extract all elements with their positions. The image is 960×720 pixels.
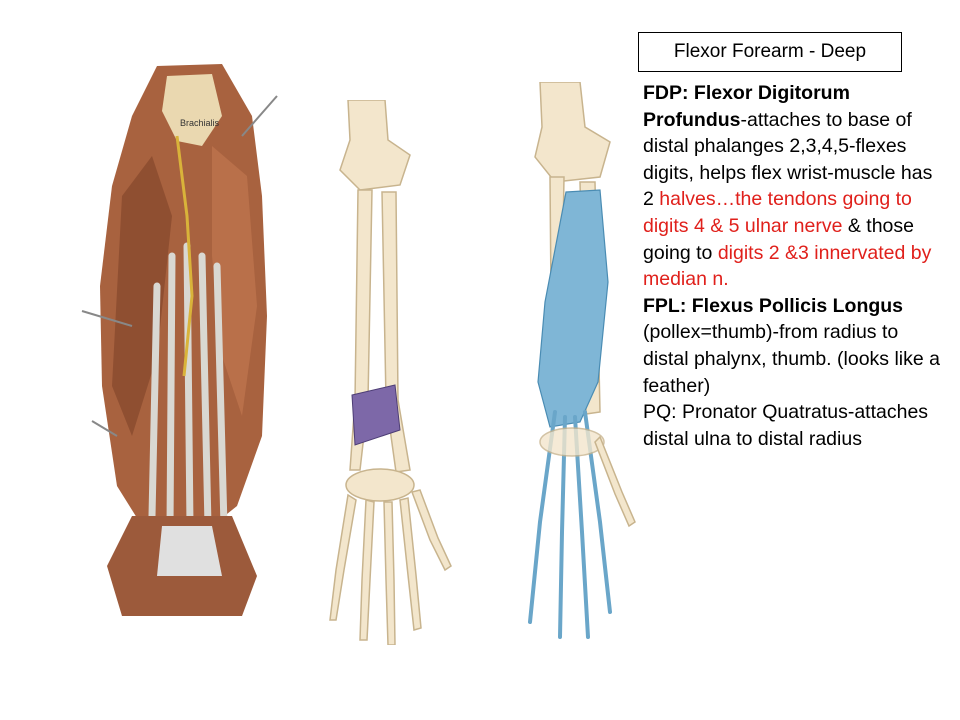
- fdp-red-text-1: halves…the tendons going to digits 4 & 5…: [643, 188, 912, 237]
- forearm-skeleton-pronator-illustration: [329, 100, 452, 645]
- fpl-heading: FPL: Flexus Pollicis Longus: [643, 294, 904, 317]
- slide-body-text: FDP: Flexor Digitorum Profundus-attaches…: [643, 80, 943, 452]
- fdp-description: -attaches to base of distal phalanges 2,…: [643, 108, 933, 211]
- pq-description: PQ: Pronator Quatratus-attaches distal u…: [643, 401, 929, 450]
- fpl-description: (pollex=thumb)-from radius to distal pha…: [643, 321, 940, 397]
- fdp-heading: FDP: Flexor Digitorum Profundus: [643, 82, 850, 131]
- brachialis-label: Brachialis: [180, 118, 220, 128]
- fdp-paragraph: FDP: Flexor Digitorum Profundus-attaches…: [643, 80, 943, 293]
- pq-paragraph: PQ: Pronator Quatratus-attaches distal u…: [643, 399, 943, 452]
- fpl-paragraph: FPL: Flexus Pollicis Longus (pollex=thum…: [643, 293, 943, 399]
- fdp-red-text-2: digits 2 &3 innervated by median n.: [643, 241, 932, 291]
- fdp-muscle-illustration: [528, 82, 636, 639]
- slide-title: Flexor Forearm - Deep: [638, 32, 902, 72]
- fdp-description-2: & those going to: [643, 214, 914, 264]
- forearm-dissection-illustration: Brachialis: [81, 64, 278, 616]
